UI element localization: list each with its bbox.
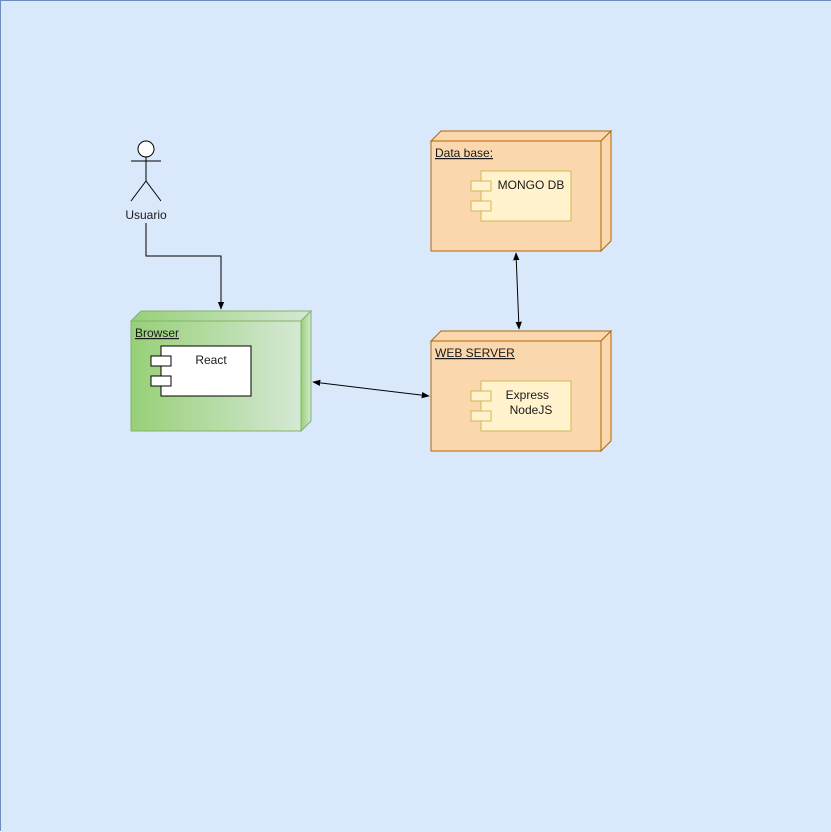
node-webserver[interactable]: WEB SERVER Express NodeJS bbox=[429, 329, 613, 453]
actor-usuario[interactable]: Usuario bbox=[125, 140, 167, 222]
actor-label: Usuario bbox=[125, 208, 167, 222]
component-icon bbox=[470, 380, 572, 432]
node-database[interactable]: Data base: MONGO DB bbox=[429, 129, 613, 253]
edge-usuario-browser[interactable] bbox=[145, 223, 225, 310]
component-label: React bbox=[195, 353, 227, 367]
component-icon bbox=[150, 345, 252, 397]
component-label-line: NodeJS bbox=[510, 403, 553, 417]
component-react[interactable]: React bbox=[150, 345, 252, 397]
node-box bbox=[429, 329, 613, 453]
edge-database-webserver[interactable] bbox=[513, 252, 522, 330]
component-label-line: React bbox=[195, 353, 227, 367]
component-express-nodejs[interactable]: Express NodeJS bbox=[470, 380, 572, 432]
component-label-line: MONGO DB bbox=[498, 178, 565, 192]
node-title: WEB SERVER bbox=[435, 346, 515, 360]
component-icon bbox=[470, 170, 572, 222]
node-title: Data base: bbox=[435, 146, 493, 160]
edge-browser-webserver[interactable] bbox=[312, 379, 430, 399]
component-label: MONGO DB bbox=[498, 178, 565, 192]
component-mongodb[interactable]: MONGO DB bbox=[470, 170, 572, 222]
stick-figure-icon bbox=[130, 140, 162, 202]
node-browser[interactable]: Browser React bbox=[129, 309, 313, 433]
component-label-line: Express bbox=[506, 388, 549, 402]
node-title: Browser bbox=[135, 326, 179, 340]
edges bbox=[145, 223, 522, 399]
component-label: Express NodeJS bbox=[506, 388, 553, 417]
